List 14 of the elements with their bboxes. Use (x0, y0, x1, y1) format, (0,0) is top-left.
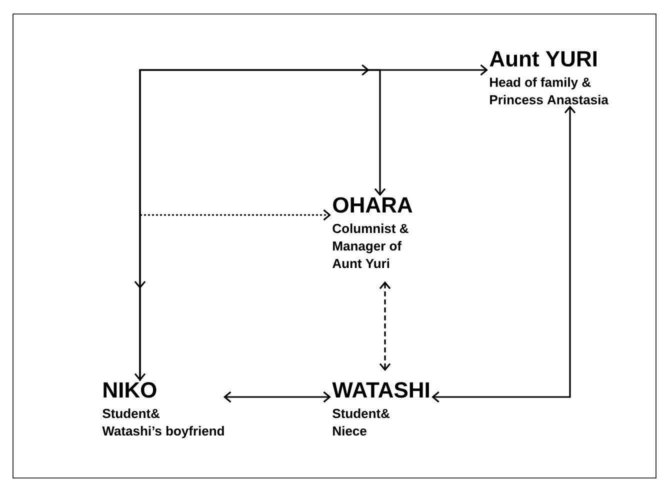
arrow (379, 281, 391, 371)
node-heading: OHARA (333, 197, 412, 213)
arrow (140, 209, 331, 221)
arrow (139, 69, 386, 381)
arrow (134, 64, 488, 381)
node-description: Student& Niece (332, 408, 390, 436)
node-heading: WATASHI (332, 382, 429, 398)
node-description: Columnist & Manager of Aunt Yuri (332, 224, 408, 268)
node-description: Student& Watashi’s boyfriend (102, 408, 224, 438)
node-description: Head of family & Princess Anastasia (490, 77, 608, 104)
arrow (223, 391, 331, 403)
arrow (432, 106, 576, 403)
node-heading: NIKO (104, 382, 156, 398)
node-heading: Aunt YURI (490, 51, 596, 67)
